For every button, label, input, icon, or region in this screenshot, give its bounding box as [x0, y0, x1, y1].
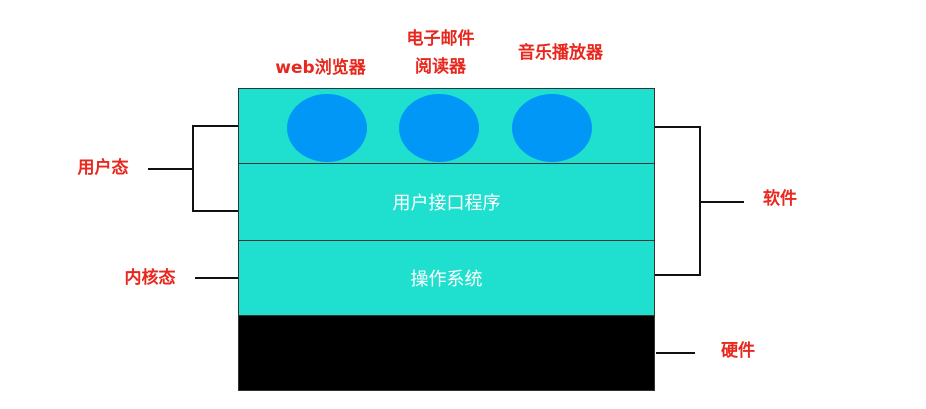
- software-label: 软件: [763, 189, 797, 209]
- kernel-mode-connector: [195, 277, 238, 279]
- user-mode-bracket-bottom: [192, 210, 238, 212]
- app-label-music-player: 音乐播放器: [518, 43, 603, 63]
- user-interface-label: 用户接口程序: [392, 193, 501, 214]
- hardware-layer: [238, 315, 655, 391]
- user-mode-connector: [148, 168, 193, 170]
- hardware-connector: [656, 352, 695, 354]
- app-label-email-reader: 电子邮件 阅读器: [406, 29, 475, 77]
- operating-system-layer: 操作系统: [238, 240, 655, 316]
- hardware-label: 硬件: [721, 341, 755, 361]
- web-browser-app: [287, 94, 367, 162]
- software-bracket-bottom: [655, 274, 701, 276]
- user-mode-bracket-top: [192, 125, 238, 127]
- app-label-web-browser: web浏览器: [275, 58, 366, 78]
- application-layer: [238, 88, 655, 164]
- user-interface-layer: 用户接口程序: [238, 163, 655, 241]
- user-mode-label: 用户态: [77, 158, 129, 178]
- software-bracket-top: [655, 126, 701, 128]
- email-reader-app: [399, 94, 479, 162]
- user-mode-bracket-vertical: [192, 125, 194, 212]
- operating-system-label: 操作系统: [410, 269, 483, 290]
- kernel-mode-label: 内核态: [124, 268, 176, 288]
- software-connector: [700, 201, 744, 203]
- music-player-app: [512, 94, 592, 162]
